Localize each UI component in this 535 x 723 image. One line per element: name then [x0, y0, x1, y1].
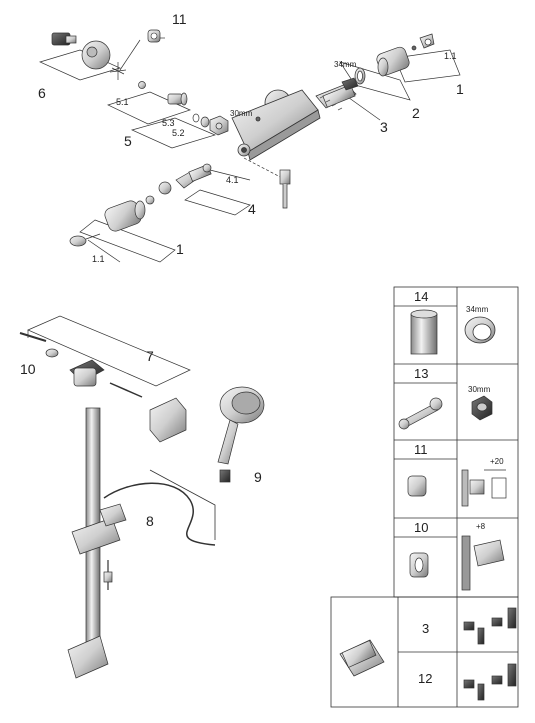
part-4-connector [145, 163, 212, 205]
callout-1-1-left: 1.1 [92, 254, 105, 264]
table-row-13-label: 30mm [468, 385, 491, 394]
table-row-14-label: 34mm [466, 305, 489, 314]
callout-11: 11 [172, 11, 187, 27]
tools-table-grid [330, 286, 519, 708]
table-row-11-number: 11 [414, 442, 428, 457]
callout-10: 10 [20, 361, 36, 377]
part-11-nut [147, 29, 161, 43]
hex-nut-30mm [209, 115, 229, 136]
callout-5-1: 5.1 [116, 97, 129, 107]
callout-5: 5 [124, 133, 132, 149]
part-1-handle-left [69, 200, 146, 247]
callout-9: 9 [254, 469, 262, 485]
callout-1-right: 1 [456, 81, 464, 97]
tool-wrench-13 [398, 397, 443, 430]
shower-rail-assembly [19, 315, 265, 679]
tool-ring-34mm [464, 316, 496, 344]
callout-6: 6 [38, 85, 46, 101]
callout-1-left: 1 [176, 241, 184, 257]
table-row-14-number: 14 [414, 289, 429, 304]
callout-4: 4 [248, 201, 256, 217]
screws-set-3 [463, 607, 517, 645]
table-row-11-label: +20 [490, 457, 504, 466]
callout-3: 3 [380, 119, 388, 135]
table-bottom-row-12: 12 [418, 671, 433, 686]
screws-set-12 [463, 663, 517, 701]
callout-34mm: 34mm [334, 60, 357, 69]
tool-rosette-10 [409, 535, 505, 591]
callout-5-3: 5.3 [162, 118, 175, 128]
callout-7: 7 [146, 348, 154, 364]
callout-5-2: 5.2 [172, 128, 185, 138]
table-bottom-row-3: 3 [422, 621, 430, 636]
callout-2: 2 [412, 105, 420, 121]
thermostat-body [231, 89, 321, 161]
part-5-fittings [138, 81, 210, 128]
part-1-handle-right [376, 33, 435, 77]
tool-nut-30mm [471, 395, 493, 421]
part-6-eccentric [51, 32, 127, 80]
table-row-13-number: 13 [414, 366, 429, 381]
part-3-cartridge [315, 77, 359, 111]
outlet-connector [243, 157, 291, 209]
table-row-10-label: +8 [476, 522, 486, 531]
callout-8: 8 [146, 513, 154, 529]
part-2-ring [354, 67, 366, 85]
callout-4-1: 4.1 [226, 175, 239, 185]
callout-1-1-right: 1.1 [444, 51, 457, 61]
tool-cartridge-14 [410, 309, 438, 355]
tool-connector-bottom [339, 639, 385, 677]
callout-30mm: 30mm [230, 109, 253, 118]
table-row-10-number: 10 [414, 520, 429, 535]
tool-extension-11 [407, 469, 507, 507]
